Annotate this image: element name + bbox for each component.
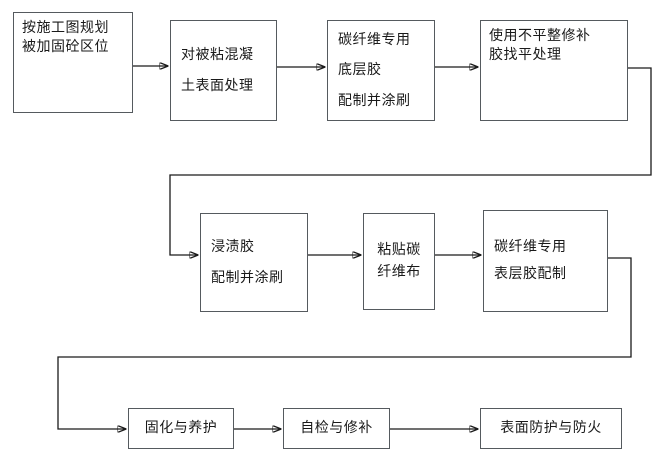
node-line: 底层胶 [338,62,382,79]
connector-n4-n5 [169,67,652,255]
process-node-apply-fabric[interactable]: 粘贴碳 纤维布 [363,213,435,310]
process-node-plan-area[interactable]: 按施工图规划 被加固砼区位 [13,12,133,113]
process-node-primer-mixing[interactable]: 碳纤维专用 底层胶 配制并涂刷 [327,20,435,121]
node-line: 配制并涂刷 [211,269,284,286]
process-node-leveling-putty[interactable]: 使用不平整修补 胶找平处理 [480,20,628,121]
node-line: 对被粘混凝 [181,47,254,64]
process-node-topcoat-mixing[interactable]: 碳纤维专用 表层胶配制 [483,210,608,312]
node-line: 被加固砼区位 [22,38,109,55]
connector-n7-n8 [57,257,632,429]
node-line: 使用不平整修补 [489,28,591,44]
process-node-surface-treatment[interactable]: 对被粘混凝 土表面处理 [170,20,277,121]
node-line: 配制并涂刷 [338,92,411,109]
node-line: 固化与养护 [144,419,218,436]
node-line: 纤维布 [377,263,421,280]
node-line: 碳纤维专用 [494,238,567,255]
node-line: 浸渍胶 [211,239,255,256]
node-line: 胶找平处理 [489,46,562,63]
process-node-saturant-mixing[interactable]: 浸渍胶 配制并涂刷 [200,213,308,312]
node-line: 粘贴碳 [377,241,421,258]
node-line: 碳纤维专用 [338,32,411,49]
node-line: 土表面处理 [181,77,254,94]
process-node-curing[interactable]: 固化与养护 [128,408,234,449]
process-node-protection-fireproofing[interactable]: 表面防护与防火 [480,408,622,449]
node-line: 按施工图规划 [22,20,109,36]
node-line: 表层胶配制 [494,266,567,282]
process-node-inspection-repair[interactable]: 自检与修补 [283,408,390,449]
node-line: 自检与修补 [300,419,373,436]
node-line: 表面防护与防火 [500,419,602,436]
